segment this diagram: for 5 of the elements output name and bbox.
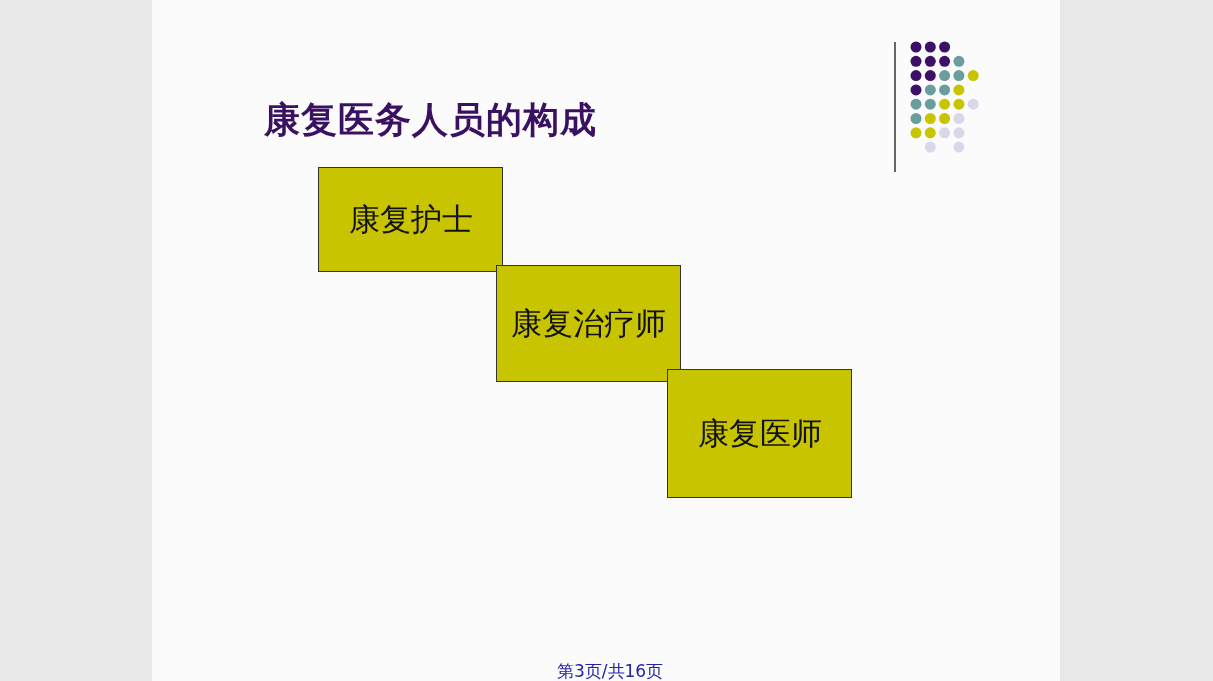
page-number: 第3页/共16页 [557,660,664,681]
role-box: 康复医师 [667,369,852,498]
title: 康复医务人员的构成 [264,98,597,142]
role-box: 康复护士 [318,167,503,272]
role-box: 康复治疗师 [496,265,681,382]
